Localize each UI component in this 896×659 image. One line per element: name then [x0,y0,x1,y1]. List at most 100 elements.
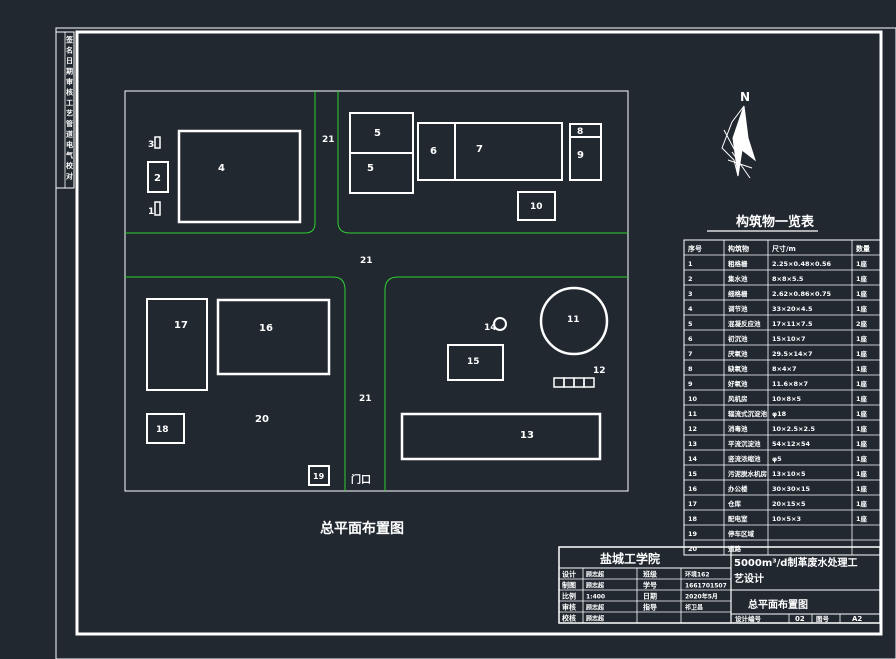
sheet-size: A2 [852,615,862,623]
table-cell: 13 [688,440,697,448]
table-cell: 9 [688,380,693,388]
table-cell: 2 [688,275,693,283]
table-cell: 14 [688,455,698,463]
inner-frame [75,30,883,636]
table-cell: 1座 [856,274,868,283]
table-header-cell: 序号 [687,244,702,253]
label-5b: 5 [367,163,374,174]
title-block-value: 2020年5月 [685,593,718,601]
structure-9-aerobic [569,136,602,181]
table-cell: 6 [688,335,693,343]
table-cell: 停车区域 [728,529,755,538]
table-cell: 33×20×4.5 [772,305,813,313]
side-stamp-char: 电 [66,140,73,149]
table-cell: 10×5×3 [772,515,801,523]
table-cell: 10×2.5×2.5 [772,425,815,433]
label-13: 13 [520,430,534,441]
table-cell: 道路 [728,544,742,553]
side-stamp-char: 审 [66,77,73,86]
table-cell: 混凝反应池 [728,319,761,328]
road-edge-bottom-right [384,276,628,491]
table-cell: 19 [688,530,698,538]
label-11: 11 [567,315,580,325]
table-cell: 16 [688,485,698,493]
label-4: 4 [218,163,225,174]
table-cell: 竖流浓缩池 [728,454,761,463]
table-cell: 7 [688,350,693,358]
table-cell: 好氧池 [727,379,748,388]
title-block-value: 1661701507 [685,583,727,590]
label-21-mid: 21 [360,256,373,266]
table-cell: 1座 [856,394,868,403]
structure-12-disinfection-tank [553,377,595,388]
table-cell: 8×4×7 [772,365,796,373]
title-block-key: 校核 [562,614,576,623]
table-cell: 消毒池 [728,424,748,433]
structure-18-power-room [146,413,185,444]
structure-5b-coagulation [349,152,414,194]
structure-19-parking [308,465,330,486]
side-stamp-char: 气 [65,151,73,160]
table-cell: 污泥脱水机房 [728,469,768,478]
road-edge-top-left [125,91,316,234]
table-cell: 13×10×5 [772,470,806,478]
table-cell: 办公楼 [728,484,748,493]
svg-text:N: N [740,90,750,104]
structure-11-radial-clarifier [539,286,609,356]
table-cell: 1座 [856,334,868,343]
title-block-key: 制图 [562,581,576,590]
side-stamp-char: 核 [66,88,73,97]
table-cell: 1座 [856,484,868,493]
side-stamp-char: 签 [65,35,74,44]
site-boundary [124,90,629,492]
table-cell: 1座 [856,514,868,523]
table-cell: 20×15×5 [772,500,806,508]
label-10: 10 [530,202,543,212]
label-17: 17 [174,320,188,331]
label-20: 20 [255,414,269,425]
table-cell: 17 [688,500,697,508]
side-stamp-char: 管 [66,119,73,128]
title-block-value: 祁卫昌 [685,604,703,612]
structure-1-coarse-screen [154,201,161,216]
table-cell: φ18 [772,410,787,418]
table-cell: 初沉池 [728,334,748,343]
structure-5a-coagulation [349,112,414,154]
table-cell: 5 [688,320,693,328]
title-block-value: 顾志超 [586,582,605,590]
drawing-no: 02 [795,615,805,623]
title-block-value: 环境162 [685,571,710,579]
table-cell: 8 [688,365,693,373]
table-cell: 2.62×0.86×0.75 [772,290,831,298]
label-8: 8 [577,127,583,137]
title-block-value: 1:400 [586,594,605,601]
label-3: 3 [148,140,154,150]
table-header-cell: 构筑物 [728,244,749,253]
title-block-key: 设计 [562,570,576,579]
structure-2-collection-pond [147,161,169,193]
table-cell: 仓库 [727,499,742,508]
table-cell: 配电室 [728,514,748,523]
structure-14-thickener [493,317,507,331]
label-21-top: 21 [322,135,335,145]
title-block-value: 顾志超 [586,571,605,579]
table-cell: 1座 [856,349,868,358]
structure-13-advection-settling [400,412,602,461]
label-12: 12 [593,366,606,376]
outer-frame [55,27,896,659]
road-edge-bottom-left [125,276,346,491]
title-block-key: 指导 [643,603,657,612]
structure-10-blower-house [517,191,556,221]
label-18: 18 [156,425,169,435]
table-cell: 3 [688,290,693,298]
table-cell: 1座 [856,439,868,448]
table-cell: 11.6×8×7 [772,380,808,388]
table-cell: 8×8×5.5 [772,275,804,283]
table-cell: 粗格栅 [728,259,748,268]
table-cell: 54×12×54 [772,440,811,448]
label-1: 1 [148,207,154,217]
structure-7-anaerobic [454,122,563,181]
